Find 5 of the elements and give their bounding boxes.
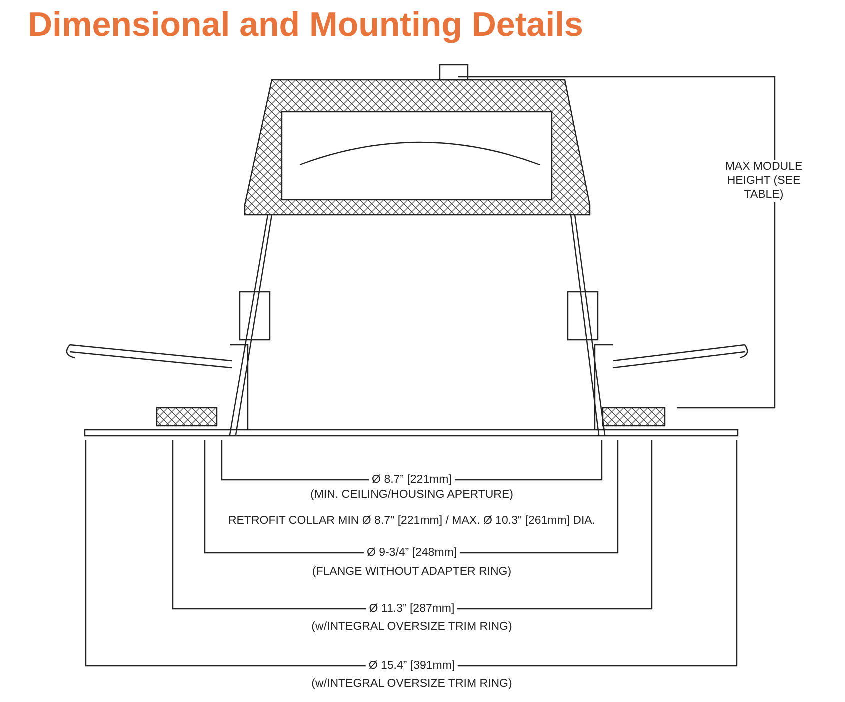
dimension-value: Ø 11.3” [287mm] [366, 602, 458, 616]
dimension-value: Ø 8.7” [221mm] [369, 473, 455, 487]
dimension-value: Ø 15.4” [391mm] [366, 659, 458, 673]
title: Dimensional and Mounting Details [28, 6, 584, 45]
dimension-value: Ø 9-3/4” [248mm] [364, 546, 460, 560]
